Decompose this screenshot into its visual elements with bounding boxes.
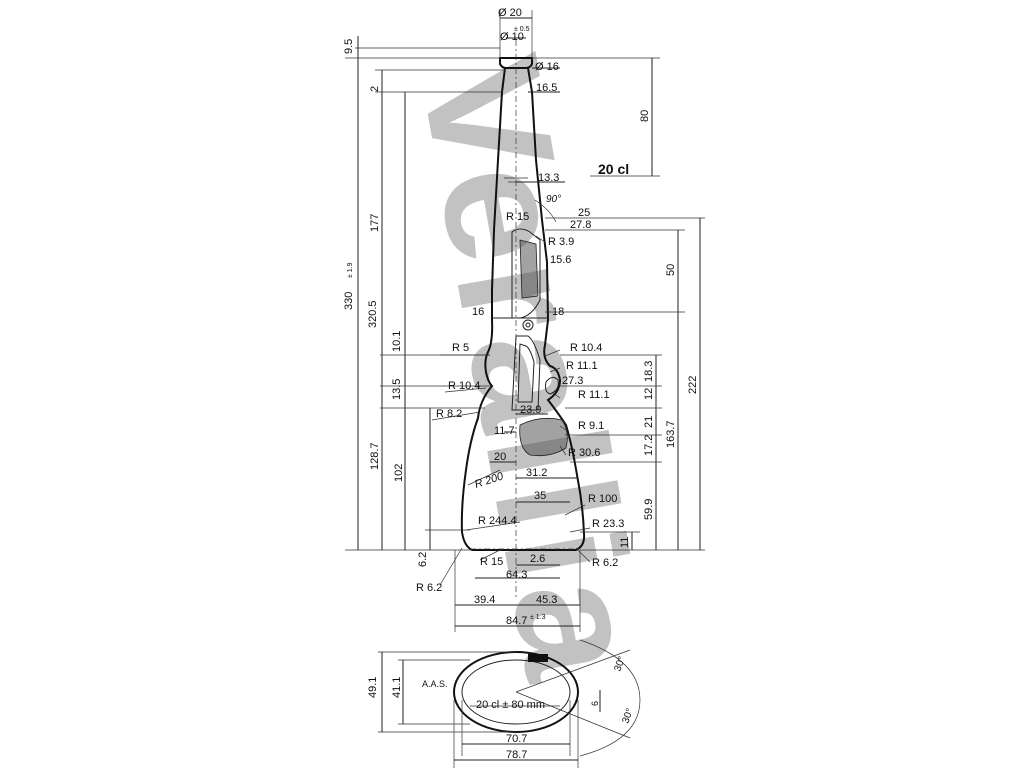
label-30deg-a: 30°: [612, 655, 628, 673]
scroll-detail: [545, 376, 559, 395]
label-r23-3: R 23.3: [592, 518, 624, 530]
label-20: 20: [494, 451, 506, 463]
label-102: 102: [393, 464, 405, 482]
label-27-3: 27.3: [562, 375, 583, 387]
center-bulb: [522, 319, 534, 331]
label-17-2: 17.2: [643, 435, 655, 456]
dimension-labels: Ø 20 Ø 10 ± 0.5 9.5 Ø 16 16.5 2 80 20 cl…: [343, 7, 699, 761]
label-90deg: 90°: [546, 194, 561, 205]
bottle-outline: [460, 67, 586, 551]
mold-code-label: A.A.S.: [422, 679, 448, 689]
label-13-3: 13.3: [538, 172, 559, 184]
label-50: 50: [665, 264, 677, 276]
label-10-1: 10.1: [391, 331, 403, 352]
lower-groove-outer: [511, 335, 541, 411]
label-r8-2: R 8.2: [436, 408, 462, 420]
label-r15-base: R 15: [480, 556, 503, 568]
base-angle-arc: [579, 639, 641, 757]
label-64-3: 64.3: [506, 569, 527, 581]
label-31-2: 31.2: [526, 467, 547, 479]
label-11: 11: [619, 537, 631, 548]
label-35: 35: [534, 490, 546, 502]
left-dimensions: [345, 36, 505, 551]
capacity-label: 20 cl: [598, 161, 629, 177]
label-163-7: 163.7: [665, 420, 677, 448]
label-30deg-b: 30°: [620, 707, 636, 725]
label-r30-6: R 30.6: [568, 447, 600, 459]
label-r100: R 100: [588, 493, 617, 505]
base-marking-label: 20 cl ± 80 mm: [476, 699, 545, 711]
label-59-9: 59.9: [643, 499, 655, 520]
label-128-7: 128.7: [369, 442, 381, 470]
label-r3-9: R 3.9: [548, 236, 574, 248]
upper-panel: [511, 228, 541, 319]
label-r10-4a: R 10.4: [570, 342, 602, 354]
label-11-7: 11.7: [494, 425, 515, 437]
label-r244-4: R 244.4: [478, 515, 517, 527]
watermark-text: Verallia: [384, 43, 680, 694]
mold-mark: [528, 654, 548, 662]
label-r6-2-left: R 6.2: [416, 582, 442, 594]
label-39-4: 39.4: [474, 594, 495, 606]
label-177: 177: [369, 214, 381, 232]
angle-arc: [534, 199, 557, 223]
right-dimensions: [532, 57, 705, 551]
label-84-7: 84.7: [506, 615, 527, 627]
label-25: 25: [578, 207, 590, 219]
label-15-6: 15.6: [550, 254, 571, 266]
label-r11-1b: R 11.1: [578, 389, 610, 401]
label-16: 16: [472, 306, 484, 318]
label-9-5: 9.5: [343, 39, 355, 54]
label-tol05: ± 0.5: [514, 26, 530, 33]
label-222: 222: [687, 376, 699, 394]
label-23-9: 23.9: [520, 404, 541, 416]
label-r9-1: R 9.1: [578, 420, 604, 432]
label-r15-top: R 15: [506, 211, 529, 223]
label-18: 18: [552, 306, 564, 318]
label-45-3: 45.3: [536, 594, 557, 606]
label-r11-1a: R 11.1: [566, 360, 598, 372]
bottle-finish: [499, 57, 533, 69]
lower-groove-inner: [517, 343, 535, 403]
label-2-6: 2.6: [530, 553, 545, 565]
bottle-side-view: [460, 40, 586, 600]
label-phi20: Ø 20: [498, 7, 522, 19]
label-2: 2: [369, 86, 381, 92]
label-r5: R 5: [452, 342, 469, 354]
label-27-8: 27.8: [570, 219, 591, 231]
center-bulb-inner: [525, 322, 531, 328]
label-78-7: 78.7: [506, 749, 527, 761]
label-18-3: 18.3: [643, 361, 655, 382]
label-6-2: 6.2: [417, 552, 429, 567]
label-41-1: 41.1: [391, 677, 403, 698]
label-80: 80: [639, 110, 651, 122]
base-view: [378, 639, 641, 768]
label-12: 12: [643, 388, 655, 400]
label-phi16: Ø 16: [535, 61, 559, 73]
lower-emboss-hatch: [519, 417, 568, 457]
label-16-5: 16.5: [536, 82, 557, 94]
label-320-5: 320.5: [367, 300, 379, 328]
label-tol19: ± 1.9: [347, 262, 354, 278]
label-r6-2-right: R 6.2: [592, 557, 618, 569]
label-70-7: 70.7: [506, 733, 527, 745]
label-49-1: 49.1: [367, 677, 379, 698]
label-phi10: Ø 10: [500, 31, 524, 43]
label-330: 330: [343, 292, 355, 310]
label-r10-4b: R 10.4: [448, 380, 480, 392]
label-6: 6: [590, 701, 600, 706]
base-inner-ellipse: [461, 659, 571, 725]
horizontal-dimensions: [431, 10, 591, 632]
label-tol13: ± 1.3: [530, 614, 546, 621]
label-21: 21: [643, 416, 655, 428]
label-13-5: 13.5: [391, 379, 403, 400]
upper-emboss-hatch: [519, 239, 539, 299]
